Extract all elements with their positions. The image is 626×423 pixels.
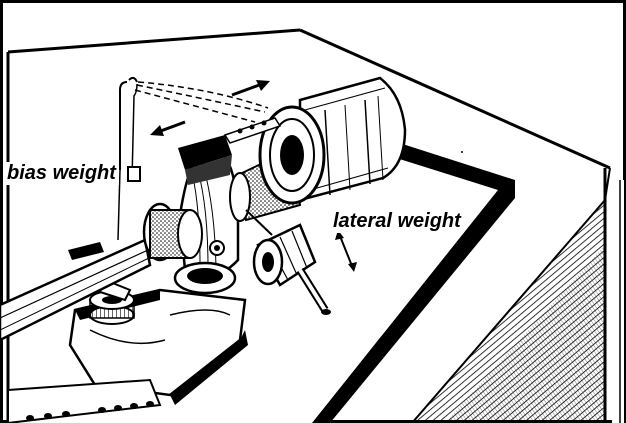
counterweight <box>258 76 407 205</box>
scale-strip <box>7 378 162 423</box>
anti-skate-bar <box>223 117 282 144</box>
arm-rest-block <box>178 135 232 170</box>
bias-weight-assembly <box>117 76 269 241</box>
pivot-collar <box>142 202 203 262</box>
tonearm-tube <box>0 238 152 342</box>
bias-weight-label: bias weight <box>6 162 119 185</box>
lateral-weight-assembly <box>245 209 331 315</box>
tonearm-base <box>68 288 248 405</box>
movement-arrows <box>150 80 357 272</box>
lateral-weight-label: lateral weight <box>331 210 464 233</box>
bias-weight-block <box>127 166 141 182</box>
